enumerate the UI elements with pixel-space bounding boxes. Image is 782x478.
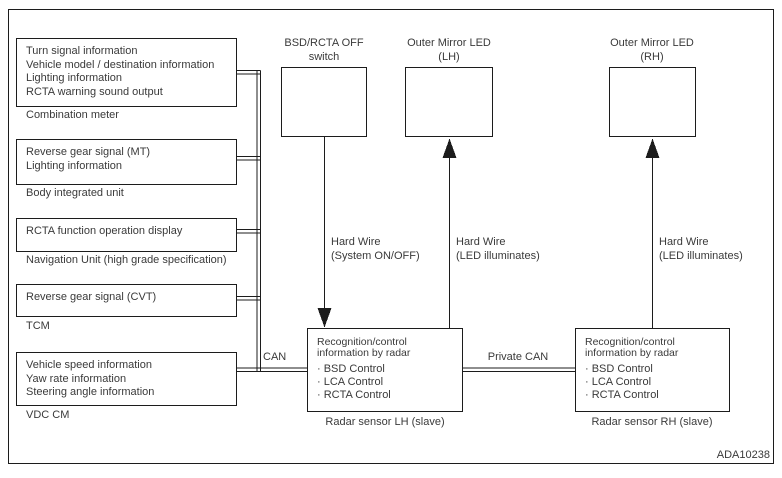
signal-line: RCTA function operation display	[26, 225, 183, 237]
radar-rh-items: · BSD Control · LCA Control · RCTA Contr…	[585, 363, 725, 403]
signal-line: Lighting information	[26, 159, 123, 172]
radar-lh-item: · RCTA Control	[317, 389, 391, 402]
radar-rh-item: · RCTA Control	[585, 389, 659, 402]
outer-mirror-led-rh-box	[609, 67, 696, 137]
outer-mirror-led-rh-label: Outer Mirror LED (RH)	[582, 36, 722, 64]
signal-line: Yaw rate information	[26, 372, 127, 385]
hardwire-led-rh-line1: Hard Wire	[659, 236, 709, 248]
hardwire-led-rh-line2: (LED illuminates)	[659, 249, 743, 262]
hardwire-led-lh-line2: (LED illuminates)	[456, 249, 540, 262]
hardwire-led-lh-line1: Hard Wire	[456, 236, 506, 248]
can-label: CAN	[263, 351, 287, 363]
body-integrated-unit-box: Reverse gear signal (MT) Lighting inform…	[16, 139, 237, 185]
bsd-rcta-off-switch-label-line1: BSD/RCTA OFF	[284, 37, 364, 49]
navigation-unit-box: RCTA function operation display	[16, 218, 237, 252]
outer-mirror-led-lh-label-line1: Outer Mirror LED	[407, 37, 491, 49]
hardwire-system-onoff-line1: Hard Wire	[331, 236, 381, 248]
outer-mirror-led-lh-label: Outer Mirror LED (LH)	[379, 36, 519, 64]
can-bus-horizontal-line	[237, 367, 307, 372]
signal-line: Reverse gear signal (CVT)	[26, 291, 157, 303]
figure-code: ADA10238	[716, 449, 770, 461]
hardwire-led-rh-label: Hard Wire (LED illuminates)	[659, 236, 743, 263]
signal-line: Vehicle model / destination information	[26, 58, 215, 71]
arrow-up-lh-icon	[442, 138, 457, 158]
body-integrated-unit-caption: Body integrated unit	[26, 187, 124, 199]
vdc-cm-caption: VDC CM	[26, 409, 70, 421]
arrow-down-icon	[317, 308, 332, 328]
radar-sensor-lh-box: Recognition/control information by radar…	[307, 328, 463, 412]
radar-sensor-lh-caption: Radar sensor LH (slave)	[325, 416, 445, 428]
combination-meter-box: Turn signal information Vehicle model / …	[16, 38, 237, 107]
can-bus-vertical-line	[256, 70, 261, 372]
outer-mirror-led-rh-label-line2: (RH)	[640, 51, 664, 63]
hardwire-system-onoff-line2: (System ON/OFF)	[331, 249, 420, 262]
diagram-frame	[8, 9, 774, 464]
signal-line: Lighting information	[26, 72, 123, 84]
tcm-box: Reverse gear signal (CVT)	[16, 284, 237, 317]
arrow-up-rh-icon	[645, 138, 660, 158]
bsd-rcta-off-switch-box	[281, 67, 367, 137]
bsd-rcta-off-switch-label: BSD/RCTA OFF switch	[254, 36, 394, 64]
radar-lh-title-line2: information by radar	[317, 346, 411, 359]
vdc-cm-box: Vehicle speed information Yaw rate infor…	[16, 352, 237, 406]
hardwire-led-lh-label: Hard Wire (LED illuminates)	[456, 236, 540, 263]
hardwire-system-onoff-label: Hard Wire (System ON/OFF)	[331, 236, 420, 263]
radar-rh-item: · BSD Control	[585, 363, 653, 375]
combination-meter-caption: Combination meter	[26, 109, 119, 121]
radar-sensor-rh-caption: Radar sensor RH (slave)	[591, 416, 713, 428]
private-can-line	[463, 367, 575, 372]
tcm-caption: TCM	[26, 320, 50, 332]
signal-line: Turn signal information	[26, 45, 138, 57]
outer-mirror-led-rh-label-line1: Outer Mirror LED	[610, 37, 694, 49]
radar-rh-item: · LCA Control	[585, 376, 652, 389]
radar-lh-item: · BSD Control	[317, 363, 385, 375]
radar-rh-title-line2: information by radar	[585, 346, 679, 359]
signal-line: Reverse gear signal (MT)	[26, 146, 151, 158]
outer-mirror-led-lh-label-line2: (LH)	[438, 51, 460, 63]
signal-line: RCTA warning sound output	[26, 85, 163, 98]
outer-mirror-led-lh-box	[405, 67, 493, 137]
radar-sensor-rh-box: Recognition/control information by radar…	[575, 328, 730, 412]
private-can-label: Private CAN	[487, 351, 549, 363]
radar-lh-title-line1: Recognition/control	[317, 336, 407, 348]
radar-rh-title-line1: Recognition/control	[585, 336, 675, 348]
signal-line: Vehicle speed information	[26, 359, 152, 371]
radar-lh-item: · LCA Control	[317, 376, 384, 389]
radar-lh-items: · BSD Control · LCA Control · RCTA Contr…	[317, 363, 458, 403]
signal-line: Steering angle information	[26, 386, 155, 398]
bsd-rcta-off-switch-label-line2: switch	[308, 51, 340, 63]
navigation-unit-caption: Navigation Unit (high grade specificatio…	[26, 254, 227, 266]
